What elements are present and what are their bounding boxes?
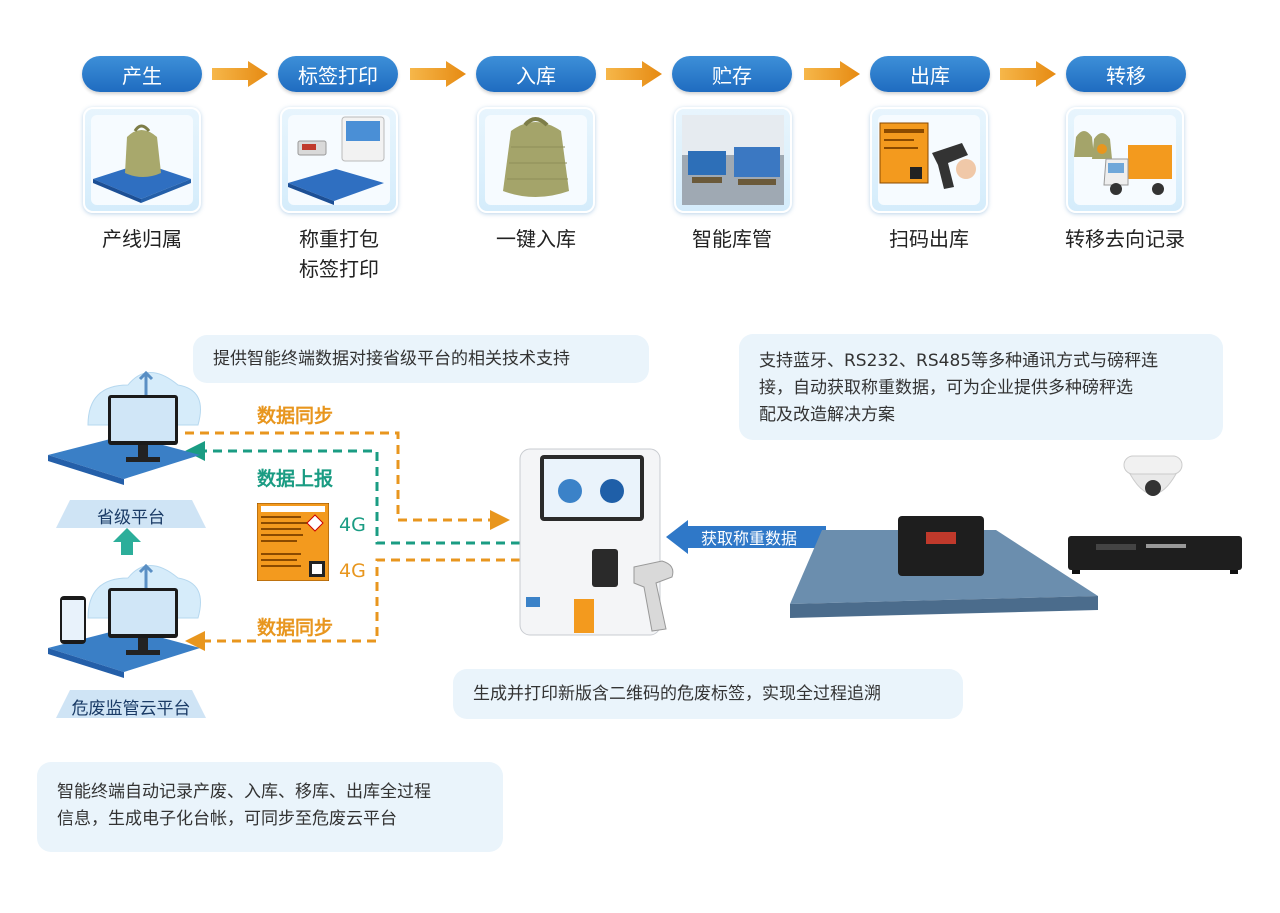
step-caption: 转移去向记录 xyxy=(1045,224,1205,254)
step-pill-warehouse-in: 入库 xyxy=(476,56,596,92)
note-ledger: 智能终端自动记录产废、入库、移库、出库全过程 信息，生成电子化台帐，可同步至危废… xyxy=(37,762,503,852)
note-label-trace: 生成并打印新版含二维码的危废标签，实现全过程追溯 xyxy=(453,669,963,719)
flow-arrow-icon xyxy=(410,61,466,87)
step-label: 贮存 xyxy=(712,63,752,88)
caption-line: 标签打印 xyxy=(299,257,379,281)
flow-arrow-icon xyxy=(606,61,662,87)
step-label: 产生 xyxy=(122,63,162,88)
note-line: 支持蓝牙、RS232、RS485等多种通讯方式与磅秤连 xyxy=(759,351,1159,371)
step-image-scanner xyxy=(870,107,988,213)
flow-arrow-icon xyxy=(1000,61,1056,87)
platform-base xyxy=(56,500,206,528)
label-sync-bottom: 数据同步 xyxy=(257,617,334,639)
camera-icon xyxy=(1123,455,1183,496)
label-4g-1: 4G xyxy=(339,514,366,536)
video-recorder-icon xyxy=(1068,536,1242,574)
note-line: 信息，生成电子化台帐，可同步至危废云平台 xyxy=(57,809,397,829)
weigh-data-arrow-icon xyxy=(666,520,826,554)
caption-line: 称重打包 xyxy=(299,227,379,251)
step-pill-label-print: 标签打印 xyxy=(278,56,398,92)
step-label: 标签打印 xyxy=(298,63,378,88)
caption-line: 一键入库 xyxy=(496,227,576,251)
step-image-bag xyxy=(477,107,595,213)
weigh-data-label: 获取称重数据 xyxy=(701,529,798,548)
caption-line: 转移去向记录 xyxy=(1065,227,1185,251)
step-caption: 产线归属 xyxy=(62,224,222,254)
step-pill-produce: 产生 xyxy=(82,56,202,92)
note-line: 接，自动获取称重数据，可为企业提供多种磅秤选 xyxy=(759,378,1133,398)
step-image-truck xyxy=(1066,107,1184,213)
step-pill-transfer: 转移 xyxy=(1066,56,1186,92)
note-tech-support: 提供智能终端数据对接省级平台的相关技术支持 xyxy=(193,335,649,383)
step-image-print-terminal xyxy=(280,107,398,213)
step-pill-storage: 贮存 xyxy=(672,56,792,92)
caption-line: 产线归属 xyxy=(102,227,182,251)
step-label: 转移 xyxy=(1106,63,1146,88)
step-label: 出库 xyxy=(910,63,950,88)
step-image-scale-bag xyxy=(83,107,201,213)
step-caption: 称重打包标签打印 xyxy=(259,224,419,284)
step-caption: 一键入库 xyxy=(456,224,616,254)
note-line: 配及改造解决方案 xyxy=(759,405,895,425)
smart-terminal-device xyxy=(519,448,674,636)
flow-arrow-icon xyxy=(804,61,860,87)
cloud-monitor-icon xyxy=(48,370,201,485)
step-caption: 扫码出库 xyxy=(849,224,1009,254)
caption-line: 智能库管 xyxy=(692,227,772,251)
platform-base xyxy=(56,690,206,718)
step-pill-warehouse-out: 出库 xyxy=(870,56,990,92)
cloud-platform-label: 危废监管云平台 xyxy=(71,699,191,719)
flow-arrow-icon xyxy=(212,61,268,87)
hazard-label-icon xyxy=(257,503,329,581)
floor-scale-device xyxy=(790,516,1098,618)
step-caption: 智能库管 xyxy=(652,224,812,254)
label-4g-2: 4G xyxy=(339,560,366,582)
note-text: 生成并打印新版含二维码的危废标签，实现全过程追溯 xyxy=(473,684,881,704)
caption-line: 扫码出库 xyxy=(889,227,969,251)
note-scale-support: 支持蓝牙、RS232、RS485等多种通讯方式与磅秤连 接，自动获取称重数据，可… xyxy=(739,334,1223,440)
note-text: 提供智能终端数据对接省级平台的相关技术支持 xyxy=(213,349,570,369)
label-sync-top: 数据同步 xyxy=(257,405,334,427)
label-report: 数据上报 xyxy=(257,468,334,490)
cloud-monitor-icon xyxy=(48,563,201,678)
step-label: 入库 xyxy=(516,63,556,88)
provincial-platform-label: 省级平台 xyxy=(97,508,165,528)
step-image-warehouse xyxy=(674,107,792,213)
note-line: 智能终端自动记录产废、入库、移库、出库全过程 xyxy=(57,782,431,802)
